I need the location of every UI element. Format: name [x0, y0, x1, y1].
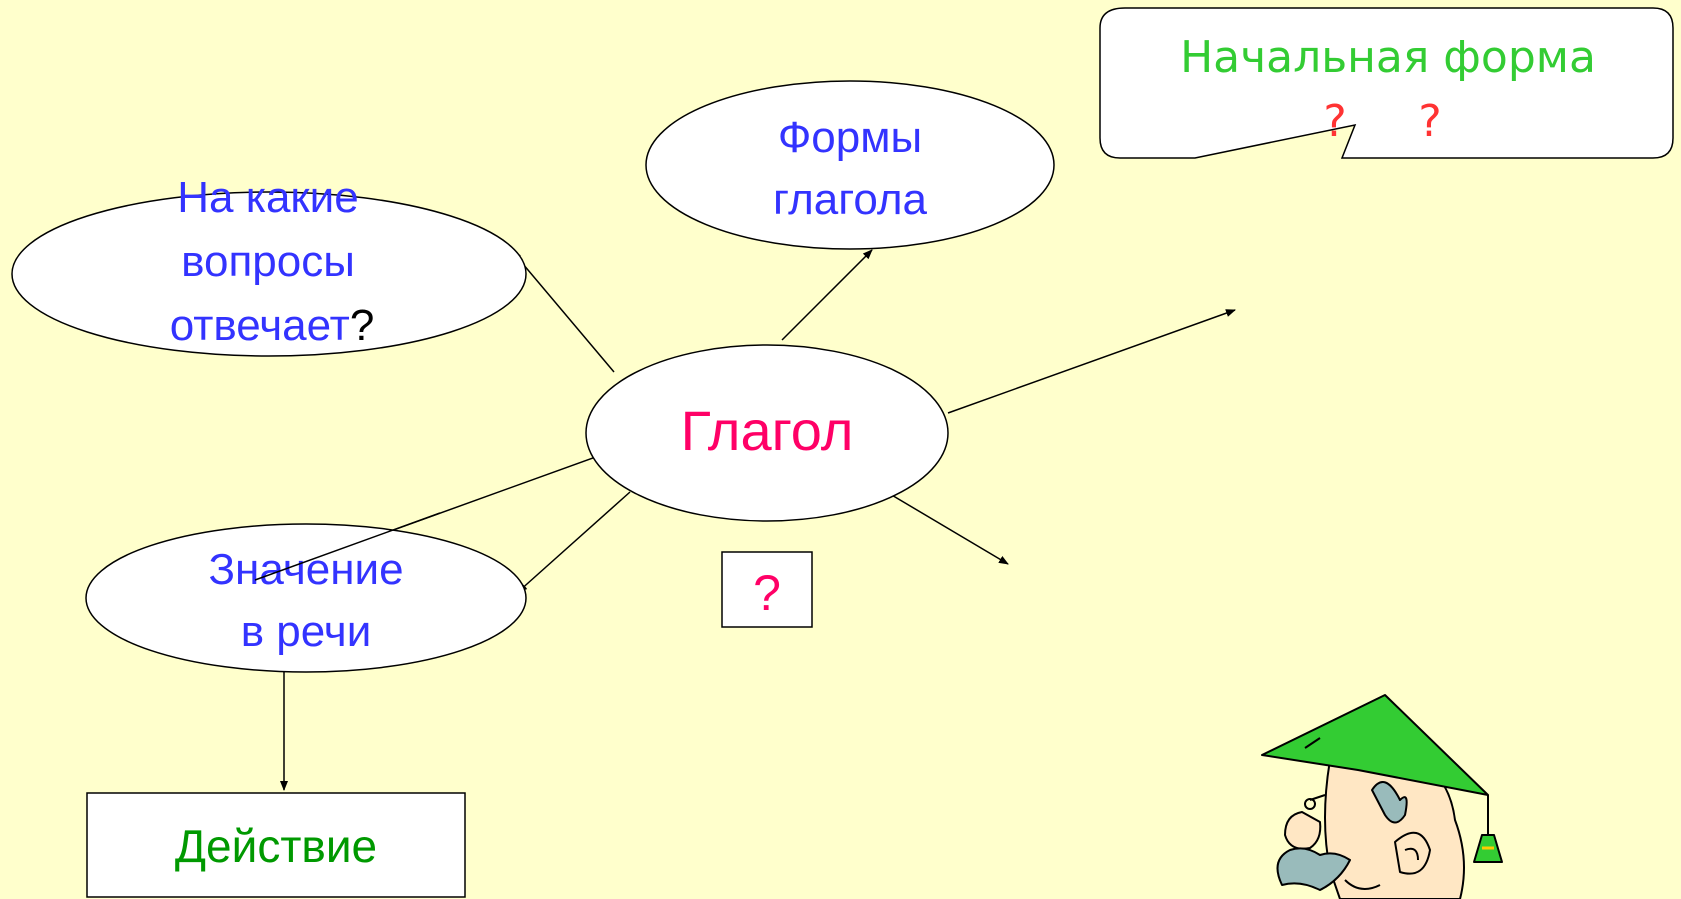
- questions-line1: На какие: [177, 173, 358, 222]
- meaning-line1: Значение: [208, 545, 403, 594]
- arrow-to-right: [947, 309, 1236, 414]
- callout-mark-1: ?: [1323, 96, 1346, 147]
- node-questions: На какие вопросы отвечает?: [11, 173, 527, 357]
- questions-line3: отвечает?: [170, 301, 375, 350]
- questions-line3-word: отвечает: [170, 301, 350, 350]
- callout-mark-2: ?: [1418, 96, 1441, 147]
- node-forms: Формы глагола: [645, 80, 1055, 250]
- meaning-line2: в речи: [241, 607, 372, 656]
- arrow-to-meaning: [517, 491, 631, 593]
- arrow-to-forms: [781, 249, 873, 341]
- node-unknown: ?: [721, 551, 813, 628]
- arrow-to-center-overlay: [254, 512, 441, 581]
- questions-line3-mark: ?: [350, 301, 374, 350]
- callout-title: Начальная форма: [1180, 32, 1596, 83]
- node-meaning: Значение в речи: [85, 523, 527, 673]
- unknown-label: ?: [753, 565, 781, 621]
- arrow-to-lower-right: [889, 493, 1009, 565]
- action-label: Действие: [175, 820, 377, 872]
- questions-line2: вопросы: [181, 237, 355, 286]
- callout-initial-form: Начальная форма ? ?: [1099, 7, 1674, 159]
- center-label: Глагол: [681, 399, 854, 462]
- professor-mascot-icon: [1261, 694, 1503, 899]
- forms-line1: Формы: [778, 113, 922, 162]
- arrow-to-questions: [511, 250, 615, 373]
- node-action: Действие: [86, 792, 466, 898]
- node-center: Глагол: [585, 344, 949, 522]
- forms-line2: глагола: [773, 175, 927, 224]
